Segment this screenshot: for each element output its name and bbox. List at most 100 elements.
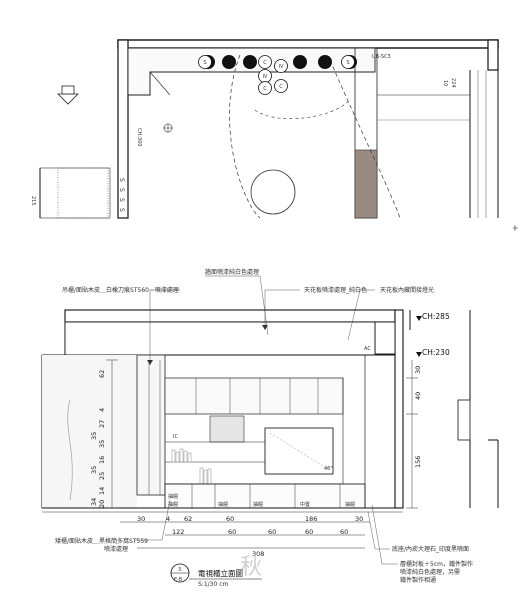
bottom-dim-122: 122 — [172, 528, 184, 536]
left-dim-20: 20 — [98, 500, 106, 508]
plan-cabinet — [127, 47, 376, 96]
title-name: 電視櫃立面圖 — [198, 568, 243, 578]
annotation-ceiling-light: 天花板內藏間接燈光 — [380, 286, 434, 294]
bottom-dim-60b: 60 — [228, 528, 236, 536]
plan-dark-block — [354, 149, 378, 219]
bottom-dim-60d: 60 — [305, 528, 313, 536]
stone-panel — [209, 415, 245, 443]
tv-screen — [264, 427, 334, 475]
left-dim-35b: 35 — [98, 440, 106, 448]
left-dim-35c: 35 — [90, 466, 98, 474]
bottom-dim-60e: 60 — [340, 528, 348, 536]
left-dim-25: 25 — [98, 472, 106, 480]
svg-text:IV: IV — [263, 74, 268, 80]
drawer-label-2: 抽屜 — [168, 501, 178, 508]
annotation-paint-white: 噴漆純白色處理，另需 — [400, 568, 460, 576]
bottom-dim-30a: 30 — [137, 515, 145, 523]
top-annotations — [147, 275, 375, 365]
plan-curve-1 — [229, 54, 261, 219]
right-dim-156: 156 — [414, 456, 422, 468]
left-dimension-line — [106, 359, 118, 509]
plan-top-wall — [117, 39, 499, 49]
ceiling-slab — [64, 309, 396, 323]
bottom-dim-4: 4 — [166, 515, 170, 523]
left-dim-14: 14 — [98, 487, 106, 495]
annotation-base: 底座/內崁大理石_印度黑噴面 — [392, 545, 469, 553]
svg-text:C: C — [279, 84, 283, 90]
decor-figure — [67, 399, 73, 501]
drawer-label-6: 抽屜 — [345, 501, 355, 508]
plan-ch-label: CH:300 — [136, 128, 142, 146]
drawer-label-3: 抽屜 — [218, 501, 228, 508]
bottom-dim-60c: 60 — [268, 528, 276, 536]
plan-left-tag: 215 — [30, 196, 36, 206]
plan-tag-s-left: S — [198, 55, 212, 69]
annotation-ceiling-paint: 天花板噴漆處理_純白色 — [304, 286, 367, 294]
plan-tag-s-right: S — [341, 55, 355, 69]
svg-text:S: S — [118, 178, 125, 182]
drawer-label-5: 中置 — [300, 501, 310, 508]
title-ref: E-B — [174, 577, 183, 583]
bottom-dim-62: 62 — [184, 515, 192, 523]
svg-text:S: S — [118, 208, 125, 212]
left-dim-62: 62 — [98, 370, 106, 378]
plan-tag-c-2: C — [274, 79, 288, 93]
svg-text:S: S — [203, 60, 206, 66]
bottom-dim-60: 60 — [226, 515, 234, 523]
left-tall-cabinet — [136, 354, 166, 496]
title-number: 3 — [178, 567, 181, 573]
ic-label: IC — [173, 434, 178, 440]
svg-text:C: C — [263, 86, 267, 92]
bottom-dim-308: 308 — [252, 550, 264, 558]
ch-label-285: CH:285 — [422, 312, 450, 321]
svg-text:IV: IV — [279, 64, 284, 70]
drawer-label-1: 抽屜 — [168, 493, 178, 500]
designer-stamp: 秋 — [240, 555, 262, 580]
annotation-low-cabinet-paint: 噴漆處理 — [104, 545, 128, 553]
svg-text:C: C — [263, 60, 267, 66]
plan-tag-iv-1: IV — [274, 59, 288, 73]
tv-size-label: 46" — [324, 466, 333, 472]
entrance-arrow-icon — [57, 85, 79, 105]
bottom-dimension-lines — [120, 521, 370, 549]
plan-tag-c-1: C — [258, 55, 272, 69]
svg-text:S: S — [118, 198, 125, 202]
plan-right-wall — [487, 39, 499, 71]
right-dimension-line — [406, 360, 418, 509]
upper-cabinet — [164, 377, 344, 415]
ac-label: AC — [364, 346, 371, 352]
plan-tag-row: S C IV IV C S C — [198, 55, 357, 95]
plan-dim-10: 10 — [442, 80, 448, 86]
title-block — [170, 563, 262, 583]
left-dim-4: 4 — [98, 408, 106, 412]
right-dim-30: 30 — [414, 366, 422, 374]
svg-text:S: S — [346, 60, 349, 66]
right-dim-40: 40 — [414, 392, 422, 400]
plan-left-wall — [117, 39, 129, 219]
ch-label-230: CH:230 — [422, 348, 450, 357]
left-dim-16: 16 — [98, 456, 106, 464]
plan-side-table — [39, 167, 111, 219]
annotation-wall-paint: 牆面噴漆純白色處理 — [205, 268, 259, 276]
left-dim-27: 27 — [98, 420, 106, 428]
left-dim-35a: 35 — [90, 432, 98, 440]
right-wall — [394, 309, 404, 509]
drawer-label-4: 抽屜 — [253, 501, 263, 508]
ceiling-band — [64, 321, 376, 356]
left-dim-34: 34 — [90, 498, 98, 506]
plan-tag-iv-2: IV — [258, 69, 272, 83]
annotation-iron: 鐵件製作相通 — [400, 576, 436, 584]
plan-dim-224: 224 — [450, 78, 456, 88]
low-cabinet — [164, 483, 366, 509]
bottom-dim-30b: 30 — [355, 515, 363, 523]
plan-view — [39, 39, 518, 231]
title-scale: S:1/30 cm — [198, 581, 229, 588]
bottom-dim-186: 186 — [305, 515, 317, 523]
annotation-hanging-cabinet: 吊櫃/面貼木皮＿白橡刀痕ST560 - 噴漆處理 — [62, 286, 179, 294]
shelf-books — [171, 448, 212, 485]
annotation-board: 層櫃封板＋5cm，鐵件製作 — [400, 560, 473, 568]
bottom-annotations — [135, 499, 398, 565]
plan-ub-label: UB-SC3 — [372, 54, 391, 60]
plan-round-table — [250, 169, 296, 215]
